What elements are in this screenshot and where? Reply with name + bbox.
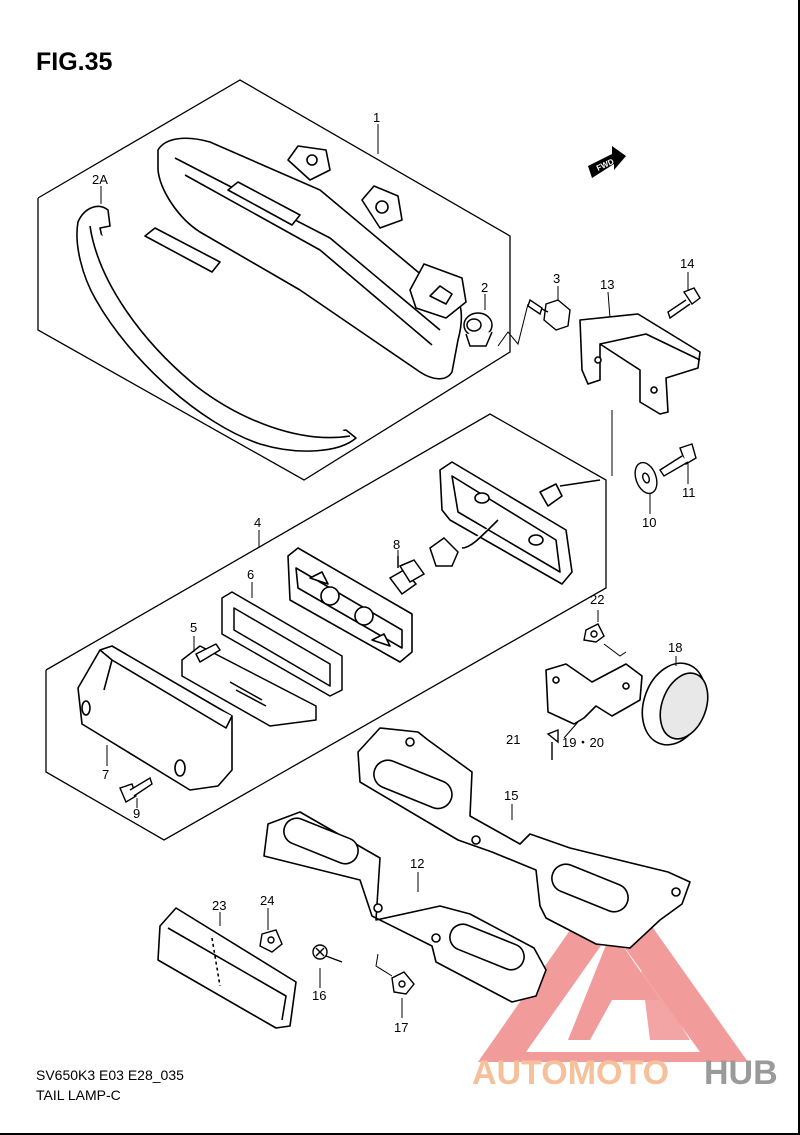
callout-4: 4 <box>254 515 261 530</box>
callout-6: 6 <box>247 567 254 582</box>
callout-8: 8 <box>393 537 400 552</box>
socket-cover <box>439 461 601 585</box>
screw-16 <box>312 944 343 963</box>
figure-title: FIG.35 <box>36 48 113 76</box>
callout-17: 17 <box>394 1020 408 1035</box>
watermark-brand-part2: HUB <box>704 1054 778 1092</box>
callout-15: 15 <box>504 788 518 803</box>
callout-24: 24 <box>260 893 274 908</box>
reflector-plate-23 <box>157 907 297 1029</box>
grommet-2 <box>463 312 493 347</box>
bulb-8 <box>388 537 459 596</box>
callout-21: 21 <box>506 732 520 747</box>
lamp-base <box>287 547 413 663</box>
reflector-5 <box>181 643 317 727</box>
callout-12: 12 <box>410 856 424 871</box>
callout-10: 10 <box>642 515 656 530</box>
watermark-logo <box>478 870 748 1062</box>
license-bracket-12 <box>263 811 547 1003</box>
fwd-arrow-icon: FWD <box>588 146 626 178</box>
leader-lines-middle <box>106 410 689 808</box>
bolt-3 <box>527 298 571 331</box>
callout-11: 11 <box>682 485 696 500</box>
seal-strip-2a <box>76 205 357 452</box>
callout-5: 5 <box>190 620 197 635</box>
reflector-bracket-19-20 <box>545 663 643 725</box>
watermark-brand-part1: AUTOMOTO <box>472 1054 669 1092</box>
leader-lines-top <box>100 124 689 347</box>
screw-14 <box>667 287 701 320</box>
callout-19-20: 19・20 <box>562 735 604 750</box>
washer-10 <box>634 461 658 495</box>
screw-11 <box>659 443 697 477</box>
leader-lines-bottom <box>219 804 513 1018</box>
lens-7 <box>77 645 233 791</box>
model-code: SV650K3 E03 E28_035 <box>36 1067 184 1083</box>
bolt-21 <box>546 728 559 760</box>
nut-17 <box>391 971 415 995</box>
section-name: TAIL LAMP-C <box>36 1087 121 1103</box>
callout-22: 22 <box>590 592 604 607</box>
watermark-text: AUTOMOTO HUB <box>472 1054 778 1092</box>
callout-labels: 1 2A 2 3 4 5 6 7 8 9 10 11 12 13 14 15 1… <box>92 110 696 1035</box>
tail-lamp-assembly-box <box>37 79 511 481</box>
nut-22 <box>583 623 605 643</box>
callout-23: 23 <box>212 898 226 913</box>
leader-lines-reflector <box>563 610 677 739</box>
callout-3: 3 <box>553 271 560 286</box>
callout-16: 16 <box>312 988 326 1003</box>
gasket-6 <box>221 591 343 697</box>
bracket-13 <box>579 313 701 415</box>
fwd-label: FWD <box>595 157 616 173</box>
license-bracket-15 <box>357 727 691 949</box>
lamp-subassembly-box <box>45 413 607 841</box>
callout-9: 9 <box>133 806 140 821</box>
reflector-18 <box>641 662 709 746</box>
screw-9 <box>119 776 153 804</box>
nut-24 <box>259 929 283 953</box>
callout-2a: 2A <box>92 172 108 187</box>
callout-1: 1 <box>373 110 380 125</box>
callout-2: 2 <box>481 280 488 295</box>
callout-14: 14 <box>680 256 694 271</box>
callout-13: 13 <box>600 277 614 292</box>
callout-18: 18 <box>668 640 682 655</box>
tail-lamp-housing <box>144 137 467 380</box>
callout-7: 7 <box>102 767 109 782</box>
